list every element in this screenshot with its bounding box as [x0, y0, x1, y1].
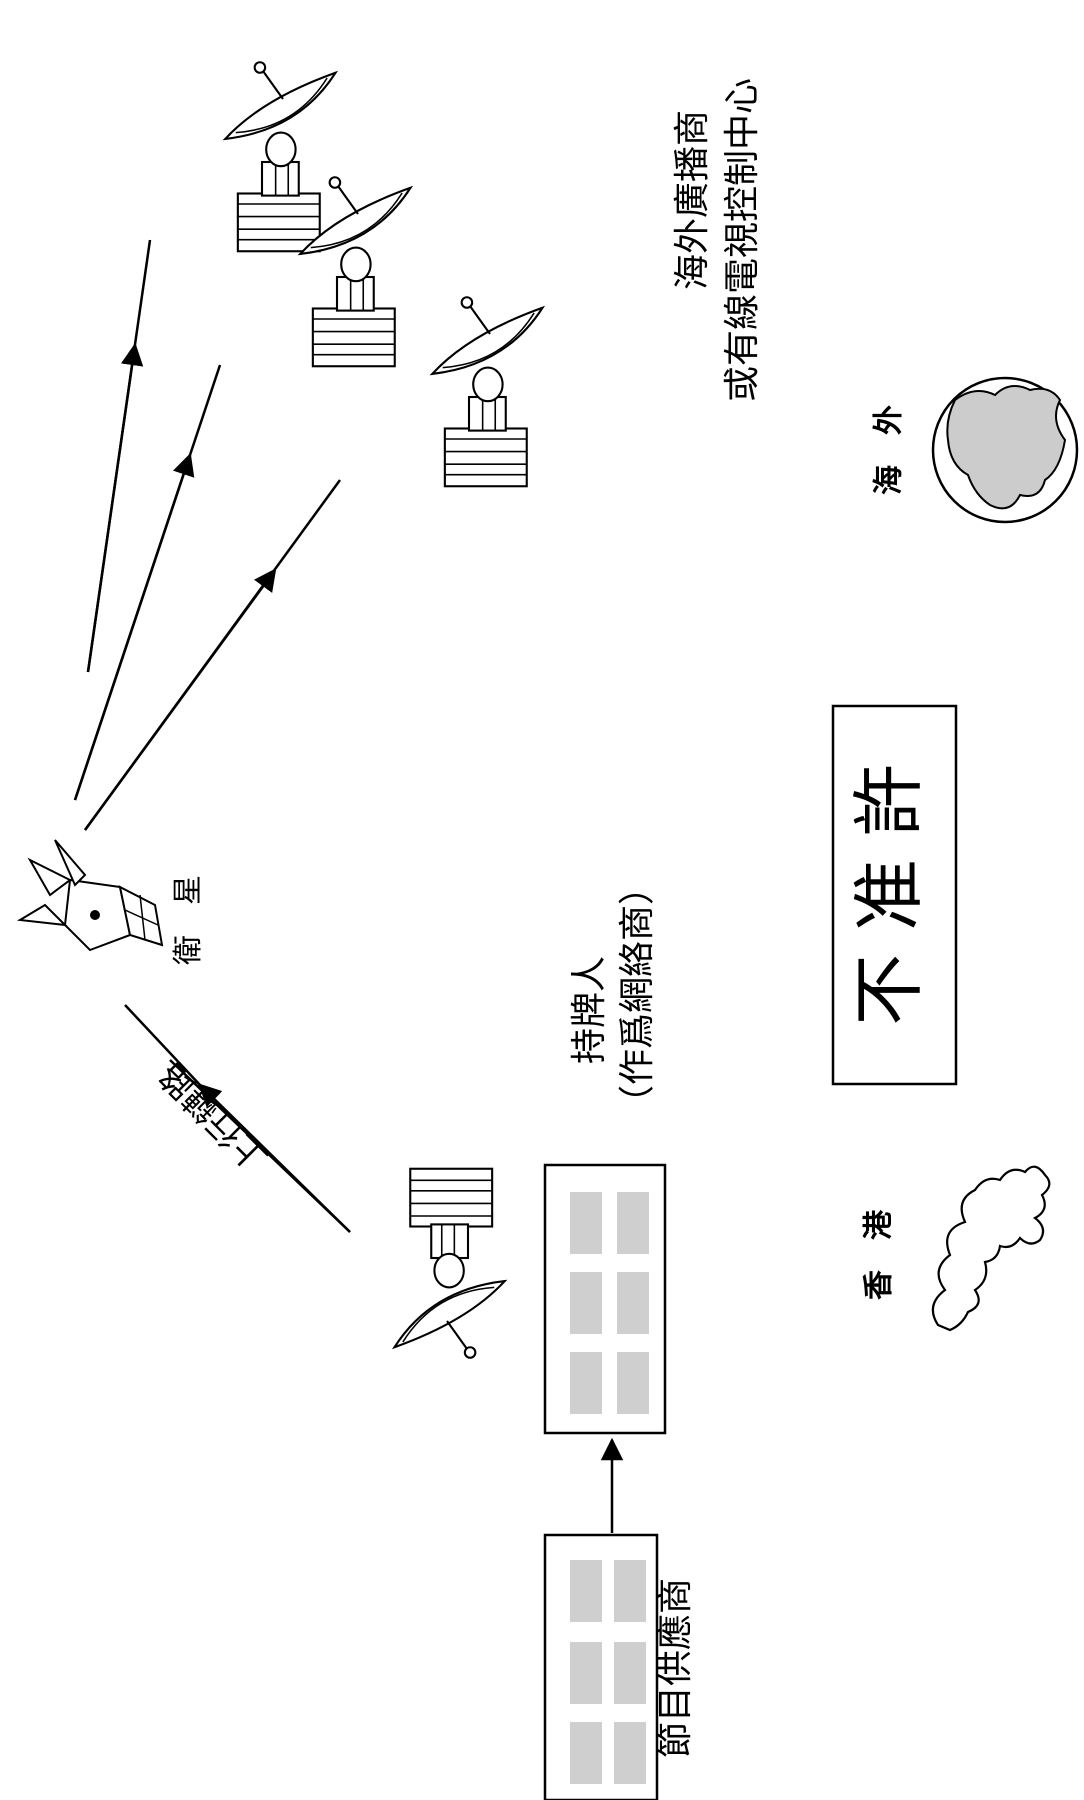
overseas-broadcaster-label-line1: 海外廣播商 — [672, 110, 713, 290]
not-allowed-box — [831, 704, 958, 1086]
satellite-label: 衛 星 — [171, 875, 206, 965]
hong-kong-map-icon — [931, 1165, 1051, 1332]
svg-text:海外廣播商: 海外廣播商 — [672, 110, 713, 290]
svg-text:節目供應商: 節目供應商 — [655, 1578, 696, 1758]
globe-icon — [931, 376, 1079, 524]
svg-text:不 准 許: 不 准 許 — [847, 764, 931, 1026]
uplink-dish-icon — [393, 1167, 506, 1359]
svg-text:（作爲網絡商）: （作爲網絡商） — [617, 869, 658, 1121]
program-supplier-building-icon — [543, 1533, 659, 1800]
svg-text:持牌人: 持牌人 — [569, 956, 610, 1064]
uplink-label: 上行鏈路 — [151, 1054, 275, 1178]
hong-kong-label: 香 港 — [862, 1209, 897, 1300]
svg-text:衛 星: 衛 星 — [171, 875, 206, 965]
licensee-label-line2: （作爲網絡商） — [617, 869, 658, 1121]
svg-text:或有線電視控制中心: 或有線電視控制中心 — [722, 78, 763, 402]
overseas-dish-icon-3 — [431, 296, 544, 488]
licensee-building-icon — [543, 1163, 667, 1435]
program-supplier-label: 節目供應商 — [655, 1578, 696, 1758]
licensee-label-line1: 持牌人 — [569, 956, 610, 1064]
overseas-broadcaster-label-line2: 或有線電視控制中心 — [722, 78, 763, 402]
svg-text:上行鏈路: 上行鏈路 — [151, 1054, 275, 1178]
not-allowed-label: 不 准 許 — [847, 764, 931, 1026]
satellite-icon — [16, 839, 164, 952]
overseas-dish-icon-1 — [224, 61, 337, 253]
overseas-label: 海 外 — [872, 405, 907, 495]
svg-text:香 港: 香 港 — [862, 1209, 897, 1300]
svg-text:海 外: 海 外 — [872, 405, 907, 495]
